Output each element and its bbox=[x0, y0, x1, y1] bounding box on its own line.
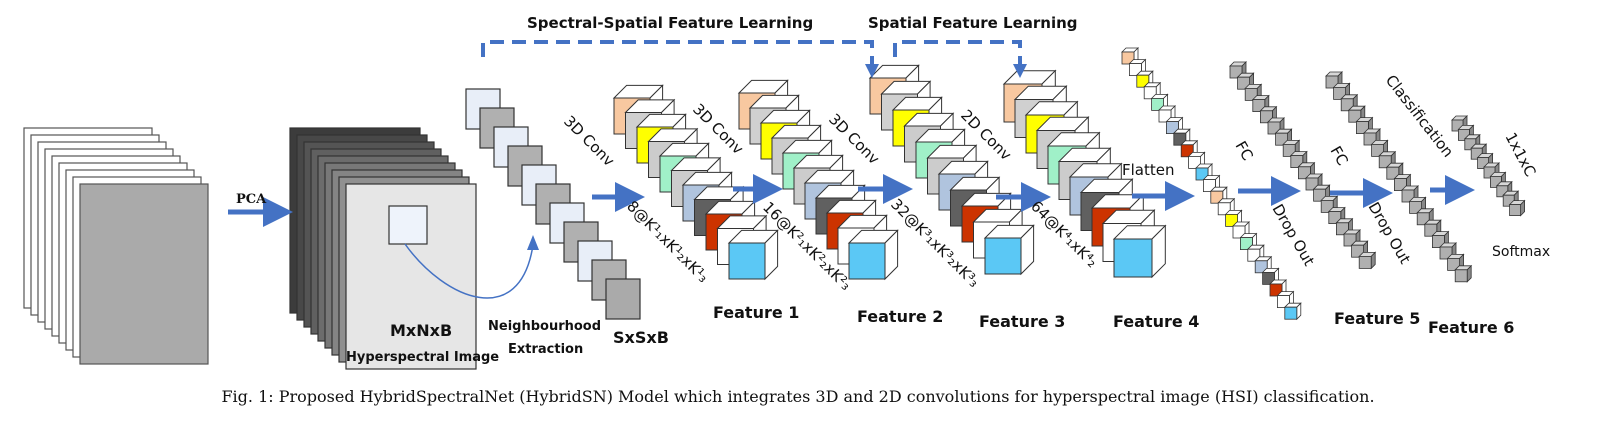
classification-label: Classification bbox=[1382, 71, 1457, 160]
flatten-cell bbox=[1225, 213, 1238, 227]
feature3-label: Feature 3 bbox=[979, 312, 1065, 331]
feature-block-3 bbox=[868, 64, 1035, 276]
output-column bbox=[1451, 115, 1526, 217]
spectral-spatial-title: Spectral-Spatial Feature Learning bbox=[527, 14, 813, 32]
flatten-cell bbox=[1173, 132, 1187, 146]
flatten-cell bbox=[1232, 225, 1246, 239]
flatten-cell bbox=[1121, 51, 1135, 65]
extraction-label: Extraction bbox=[508, 342, 583, 357]
fc-columns bbox=[1229, 61, 1526, 283]
flatten-cell bbox=[1247, 248, 1261, 262]
spatial-bracket bbox=[893, 40, 1022, 68]
feature6-label: Feature 6 bbox=[1428, 318, 1514, 337]
fc-column-2 bbox=[1325, 71, 1473, 283]
flatten-cell bbox=[1136, 74, 1150, 88]
softmax-label: Softmax bbox=[1492, 244, 1550, 260]
flatten-label: Flatten bbox=[1122, 161, 1175, 179]
spectral-spatial-bracket bbox=[481, 40, 874, 68]
flatten-column bbox=[1121, 47, 1302, 321]
input-hyperspectral-cube bbox=[23, 127, 209, 365]
flatten-cell bbox=[1284, 306, 1298, 320]
flatten-cell bbox=[1240, 237, 1253, 251]
spatial-title: Spatial Feature Learning bbox=[868, 14, 1078, 32]
neighbourhood-patch-square bbox=[388, 205, 428, 245]
flatten-cell bbox=[1166, 121, 1179, 134]
patch-slice bbox=[605, 278, 641, 320]
neighbourhood-curve-arrowhead bbox=[527, 235, 539, 250]
flatten-cell bbox=[1151, 98, 1164, 111]
flatten-cell bbox=[1269, 283, 1283, 297]
mxnxb-label: MxNxB bbox=[390, 321, 452, 340]
feature5-label: Feature 5 bbox=[1334, 309, 1420, 328]
flatten-cell bbox=[1143, 86, 1157, 100]
flatten-cell bbox=[1195, 167, 1209, 181]
flatten-cell bbox=[1180, 144, 1194, 158]
flatten-cell bbox=[1210, 190, 1224, 204]
flatten-cell bbox=[1158, 109, 1172, 123]
flatten-cell bbox=[1277, 295, 1290, 309]
feature-block-1 bbox=[612, 84, 779, 281]
flatten-cell bbox=[1129, 63, 1142, 76]
sxsxb-label: SxSxB bbox=[613, 328, 669, 347]
spectral-spatial-bracket-arrowhead bbox=[865, 64, 879, 78]
fc-label-2: FC bbox=[1327, 143, 1352, 169]
feature1-label: Feature 1 bbox=[713, 303, 799, 322]
fc-label-1: FC bbox=[1232, 138, 1257, 164]
pca-reduced-cube bbox=[289, 127, 477, 370]
spatial-bracket-arrowhead bbox=[1013, 64, 1027, 78]
dropout-label-1: Drop Out bbox=[1269, 201, 1319, 269]
output-label: 1x1xC bbox=[1501, 129, 1539, 179]
flatten-cell bbox=[1262, 271, 1275, 285]
feature-block-4 bbox=[1002, 69, 1167, 279]
input-cube-front bbox=[79, 183, 209, 365]
flatten-cell bbox=[1217, 202, 1231, 216]
fc-column-1 bbox=[1229, 61, 1377, 270]
conv3d-label-1: 3D Conv bbox=[560, 112, 618, 170]
neighbourhood-curve-arrow bbox=[404, 243, 534, 299]
hyperspectral-label: Hyperspectral Image bbox=[346, 350, 499, 365]
flatten-cell bbox=[1254, 260, 1268, 274]
flatten-cell bbox=[1203, 179, 1216, 193]
neighbourhood-patch-stack bbox=[465, 88, 641, 320]
pca-label: PCA bbox=[236, 192, 267, 207]
feature2-label: Feature 2 bbox=[857, 307, 943, 326]
flatten-cell bbox=[1188, 155, 1201, 169]
feature-blocks bbox=[612, 64, 1167, 281]
feature-block-2 bbox=[737, 79, 899, 281]
feature4-label: Feature 4 bbox=[1113, 312, 1199, 331]
neighbourhood-label: Neighbourhood bbox=[488, 319, 601, 334]
figure-caption: Fig. 1: Proposed HybridSpectralNet (Hybr… bbox=[221, 387, 1374, 406]
